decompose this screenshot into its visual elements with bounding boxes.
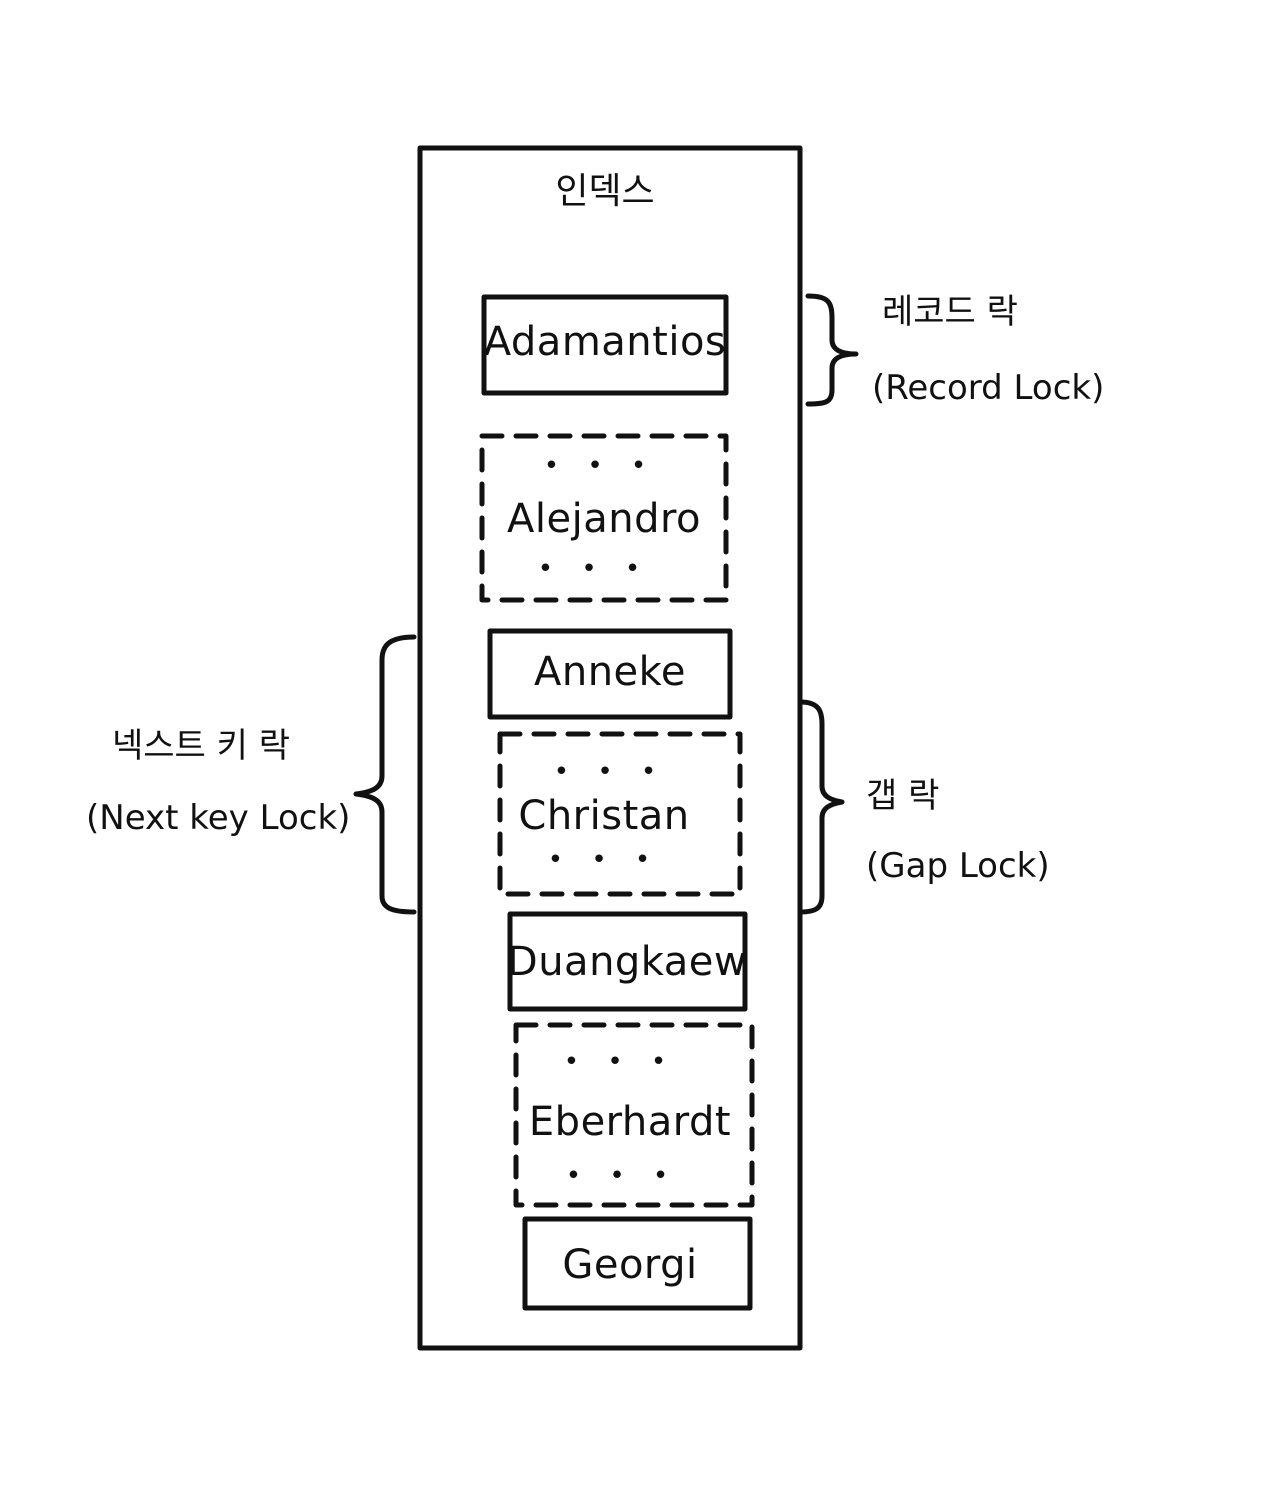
gap-lock-brace (797, 699, 845, 915)
entry-label-alejandro: Alejandro (507, 496, 701, 542)
gap-lock-label-korean: 갭 락 (866, 776, 940, 816)
next-key-lock-label-korean: 넥스트 키 락 (112, 726, 291, 766)
index-title: 인덱스 (555, 171, 655, 212)
gap-dots-bottom-christan: • • • (547, 845, 661, 875)
entry-box-anneke (487, 628, 733, 720)
gap-dots-bottom-alejandro: • • • (537, 554, 651, 584)
entry-label-anneke: Anneke (533, 649, 687, 695)
index-container (417, 145, 803, 1351)
entry-label-adamantios: Adamantios (483, 319, 727, 365)
gap-dots-top-alejandro: • • • (543, 451, 657, 481)
gap-dots-bottom-eberhardt: • • • (565, 1161, 679, 1191)
next-key-lock-label-english: (Next key Lock) (86, 798, 351, 838)
entry-label-georgi: Georgi (562, 1242, 698, 1288)
gap-box-alejandro (479, 433, 729, 603)
record-lock-label-korean: 레코드 락 (882, 292, 1018, 332)
gap-lock-label-english: (Gap Lock) (866, 846, 1050, 886)
entry-label-eberhardt: Eberhardt (528, 1099, 732, 1145)
entry-box-duangkaew (507, 911, 748, 1012)
entry-label-christan: Christan (518, 793, 690, 839)
entry-label-duangkaew: Duangkaew (506, 939, 748, 985)
gap-dots-top-christan: • • • (553, 757, 667, 787)
gap-box-eberhardt (513, 1022, 755, 1208)
record-lock-label-english: (Record Lock) (872, 368, 1105, 408)
gap-box-christan (497, 731, 743, 897)
entry-box-georgi (522, 1216, 753, 1311)
entry-box-adamantios (481, 294, 729, 396)
gap-dots-top-eberhardt: • • • (563, 1047, 677, 1077)
record-lock-brace (805, 293, 859, 407)
next-key-lock-brace (353, 634, 417, 915)
